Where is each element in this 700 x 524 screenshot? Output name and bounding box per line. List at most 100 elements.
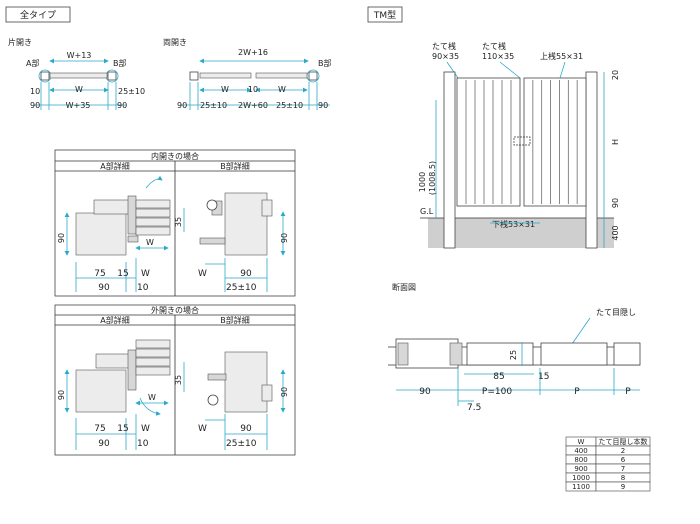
svg-text:90: 90 — [117, 101, 127, 110]
svg-text:2W+16: 2W+16 — [238, 48, 268, 57]
leaf-left — [456, 77, 521, 207]
svg-text:25±10: 25±10 — [226, 439, 257, 449]
tm-elevation: たて桟 90×35 たて桟 110×35 上桟55×31 G.L 20 H 90… — [418, 41, 620, 249]
table-cell-text: 6 — [621, 456, 626, 464]
svg-text:90: 90 — [240, 424, 252, 434]
post-left — [40, 71, 50, 81]
svg-text:P=100: P=100 — [482, 387, 512, 397]
svg-text:90: 90 — [318, 101, 328, 110]
table-cell-text: 400 — [574, 447, 587, 455]
svg-text:25: 25 — [509, 350, 518, 360]
blind-count-table: W たて目隠し本数 400 2 800 6 900 7 1000 8 1100 9 — [565, 436, 651, 492]
single-title: 片開き — [8, 37, 32, 47]
svg-text:上桟55×31: 上桟55×31 — [540, 51, 583, 61]
svg-text:25±10: 25±10 — [276, 101, 303, 110]
svg-text:A部詳細: A部詳細 — [100, 315, 129, 325]
svg-text:35: 35 — [174, 217, 183, 227]
table-cell-text: 9 — [621, 483, 625, 491]
table-cell-text: 800 — [574, 456, 587, 464]
svg-text:W: W — [146, 238, 154, 247]
part-b-label: B部 — [113, 58, 127, 68]
svg-text:110×35: 110×35 — [482, 52, 514, 61]
svg-text:G.L: G.L — [420, 207, 434, 216]
svg-text:90: 90 — [419, 387, 431, 397]
svg-text:たて目隠し: たて目隠し — [596, 307, 636, 317]
svg-text:W: W — [141, 424, 150, 434]
table-cell-text: 1000 — [572, 474, 590, 482]
svg-text:P: P — [574, 387, 580, 397]
svg-text:P: P — [625, 387, 631, 397]
table-cell-text: 900 — [574, 465, 587, 473]
svg-text:90: 90 — [98, 439, 110, 449]
svg-text:25±10: 25±10 — [226, 283, 257, 293]
svg-text:A部詳細: A部詳細 — [100, 161, 129, 171]
table-cell-text: 2 — [621, 447, 625, 455]
part-a-label: A部 — [26, 58, 39, 68]
outward-b-detail: 35 90 W 90 25±10 — [174, 351, 289, 450]
svg-text:90: 90 — [57, 233, 66, 243]
svg-text:90: 90 — [611, 198, 620, 208]
svg-text:7.5: 7.5 — [467, 403, 481, 413]
table-cell-text: 1100 — [572, 483, 590, 491]
svg-text:たて桟: たて桟 — [432, 41, 456, 51]
svg-text:W+13: W+13 — [67, 51, 92, 60]
svg-text:90: 90 — [280, 387, 289, 397]
post-right — [585, 71, 598, 249]
svg-text:断面図: 断面図 — [392, 282, 416, 292]
tag-all-types: 全タイプ — [5, 6, 71, 23]
table-header-text: たて目隠し本数 — [599, 437, 648, 446]
section-view: 断面図 たて目隠し 25 85 15 90 P=100 P P 7.5 — [388, 282, 641, 413]
svg-text:90: 90 — [30, 101, 40, 110]
svg-text:W: W — [278, 85, 286, 94]
svg-text:W: W — [141, 269, 150, 279]
svg-text:1000: 1000 — [418, 172, 427, 192]
svg-text:90×35: 90×35 — [432, 52, 459, 61]
post-left — [443, 71, 456, 249]
tag-tm-type: TM型 — [367, 6, 403, 23]
svg-text:10: 10 — [248, 85, 258, 94]
inward-detail-panel: 内開きの場合 A部詳細 B部詳細 90 W 75 15 W 90 10 — [54, 149, 296, 297]
svg-text:2W+60: 2W+60 — [238, 101, 268, 110]
svg-text:90: 90 — [57, 390, 66, 400]
gate-leaf — [49, 72, 108, 79]
svg-text:400: 400 — [611, 225, 620, 240]
svg-text:W: W — [198, 424, 207, 434]
inward-b-detail: 35 90 W 90 25±10 — [174, 192, 289, 293]
svg-text:H: H — [611, 139, 620, 145]
table-cell — [595, 481, 651, 492]
svg-text:20: 20 — [611, 70, 620, 80]
svg-text:25±10: 25±10 — [200, 101, 227, 110]
svg-text:W: W — [221, 85, 229, 94]
svg-text:90: 90 — [240, 269, 252, 279]
svg-text:35: 35 — [174, 375, 183, 385]
table-cell-text: 7 — [621, 465, 625, 473]
table-cell-text: 8 — [621, 474, 625, 482]
inward-title: 内開きの場合 — [151, 151, 199, 161]
svg-text:TM型: TM型 — [373, 10, 396, 21]
svg-text:W: W — [148, 393, 156, 402]
svg-text:85: 85 — [493, 372, 504, 382]
double-title: 両開き — [163, 38, 187, 47]
svg-text:(1008.5): (1008.5) — [428, 161, 437, 195]
double-swing-plan: 両開き B部 2W+16 W 10 W 90 25±10 2W+60 25±10… — [163, 38, 332, 110]
inward-a-detail: 90 W 75 15 W 90 10 — [57, 175, 171, 293]
outward-title: 外開きの場合 — [151, 305, 199, 315]
outward-a-detail: 90 W 75 15 W 90 10 — [57, 339, 171, 450]
svg-text:B部詳細: B部詳細 — [220, 161, 250, 171]
svg-text:B部: B部 — [318, 58, 332, 68]
svg-text:15: 15 — [117, 424, 128, 434]
svg-text:90: 90 — [177, 101, 187, 110]
svg-text:10: 10 — [137, 283, 149, 293]
svg-text:15: 15 — [538, 372, 549, 382]
table-header-text: W — [578, 438, 585, 446]
svg-text:W+35: W+35 — [66, 101, 91, 110]
svg-text:下桟53×31: 下桟53×31 — [492, 219, 535, 229]
svg-text:10: 10 — [137, 439, 149, 449]
svg-text:B部詳細: B部詳細 — [220, 315, 250, 325]
svg-text:25±10: 25±10 — [118, 87, 145, 96]
svg-text:全タイプ: 全タイプ — [20, 9, 56, 21]
leaf-right — [523, 77, 587, 207]
svg-text:75: 75 — [94, 269, 105, 279]
svg-text:15: 15 — [117, 269, 128, 279]
svg-text:90: 90 — [98, 283, 110, 293]
